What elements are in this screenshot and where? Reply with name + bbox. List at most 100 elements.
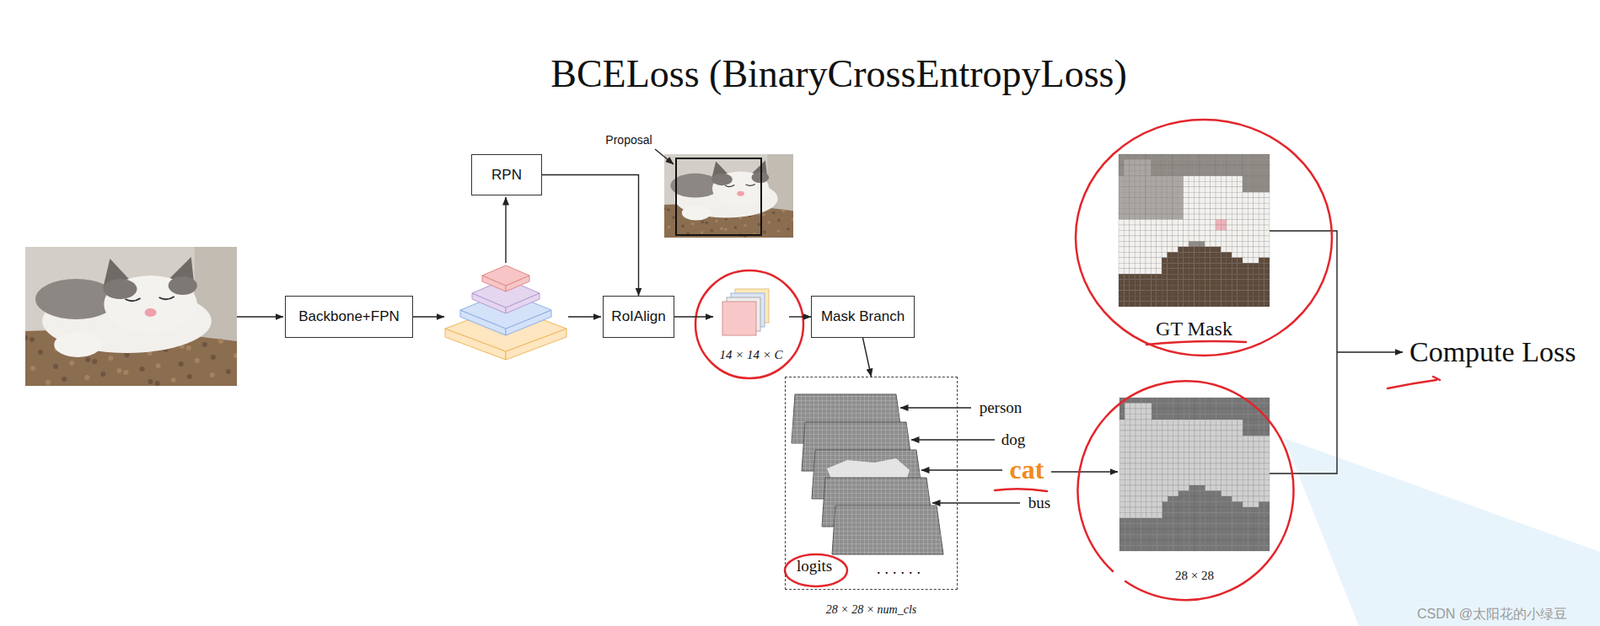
mask-cell bbox=[1226, 408, 1232, 415]
mask-cell bbox=[1119, 425, 1125, 432]
mask-cell bbox=[1258, 220, 1264, 226]
proposal-photo bbox=[664, 154, 794, 238]
mask-cell bbox=[1258, 458, 1264, 465]
pyramid-level bbox=[482, 265, 530, 292]
mask-cell bbox=[1140, 403, 1146, 410]
mask-cell bbox=[1258, 181, 1264, 187]
mask-cell bbox=[1215, 301, 1221, 307]
mask-cell bbox=[1226, 469, 1232, 476]
mask-cell bbox=[1189, 546, 1195, 553]
mask-cell bbox=[1161, 209, 1167, 215]
mask-cell bbox=[1151, 518, 1157, 525]
mask-cell bbox=[1264, 502, 1270, 509]
mask-cell bbox=[1189, 491, 1195, 498]
mask-cell bbox=[1167, 225, 1173, 231]
mask-cell bbox=[1123, 209, 1129, 215]
flow-connector bbox=[789, 316, 811, 317]
mask-cell bbox=[1226, 458, 1232, 465]
mask-cell bbox=[1194, 441, 1200, 448]
mask-cell bbox=[1134, 181, 1140, 187]
mask-cell bbox=[1183, 397, 1189, 404]
mask-cell bbox=[1204, 225, 1210, 231]
mask-cell bbox=[1247, 159, 1253, 165]
mask-cell bbox=[1119, 474, 1125, 481]
mask-cell bbox=[1161, 263, 1167, 269]
mask-cell bbox=[1258, 535, 1264, 542]
mask-cell bbox=[1135, 507, 1141, 514]
mask-cell bbox=[1237, 535, 1243, 542]
photo-texture bbox=[148, 379, 154, 385]
mask-cell bbox=[1226, 192, 1232, 198]
mask-cell bbox=[1210, 447, 1216, 454]
mask-cell bbox=[1173, 425, 1179, 432]
mask-cell bbox=[1161, 198, 1167, 204]
mask-cell bbox=[1157, 524, 1163, 531]
mask-cell bbox=[1167, 176, 1173, 182]
mask-cell bbox=[1194, 154, 1200, 160]
photo-texture bbox=[61, 376, 67, 382]
mask-cell bbox=[1188, 236, 1194, 242]
mask-cell bbox=[1162, 546, 1168, 553]
mask-cell bbox=[1210, 230, 1216, 237]
mask-cell bbox=[1226, 295, 1232, 301]
mask-cell bbox=[1146, 507, 1152, 514]
mask-cell bbox=[1204, 181, 1210, 187]
mask-cell bbox=[1183, 284, 1189, 290]
mask-cell bbox=[1253, 419, 1259, 426]
mask-cell bbox=[1247, 273, 1253, 280]
mask-cell bbox=[1178, 524, 1184, 531]
mask-cell bbox=[1177, 181, 1183, 187]
mask-cell bbox=[1129, 252, 1135, 258]
mask-cell bbox=[1157, 518, 1163, 525]
mask-cell bbox=[1231, 284, 1237, 290]
mask-cell bbox=[1118, 257, 1124, 264]
mask-cell bbox=[1188, 295, 1194, 301]
mask-cell bbox=[1199, 535, 1205, 542]
mask-cell bbox=[1199, 529, 1205, 536]
mask-cell bbox=[1226, 159, 1232, 165]
mask-cell bbox=[1199, 436, 1205, 443]
mask-cell bbox=[1172, 203, 1178, 209]
mask-cell bbox=[1146, 524, 1152, 531]
mask-cell bbox=[1167, 165, 1173, 171]
mask-cell bbox=[1247, 225, 1253, 231]
mask-cell bbox=[1189, 403, 1195, 410]
mask-cell bbox=[1130, 507, 1136, 514]
mask-cell bbox=[1215, 170, 1221, 176]
mask-cell bbox=[1242, 209, 1248, 215]
node-text: ...... bbox=[876, 560, 925, 579]
mask-cell bbox=[1221, 480, 1227, 487]
mask-cell bbox=[1264, 279, 1270, 285]
mask-cell bbox=[1118, 225, 1124, 231]
mask-cell bbox=[1140, 187, 1146, 193]
mask-cell bbox=[1119, 430, 1125, 437]
mask-cell bbox=[1221, 441, 1227, 448]
mask-cell bbox=[1237, 507, 1243, 514]
mask-cell bbox=[1129, 220, 1135, 226]
mask-cell bbox=[1210, 263, 1216, 269]
mask-cell bbox=[1226, 507, 1232, 514]
mask-cell bbox=[1151, 529, 1157, 536]
mask-cell bbox=[1135, 502, 1141, 509]
mask-cell bbox=[1194, 474, 1200, 481]
mask-cell bbox=[1215, 436, 1221, 443]
mask-cell bbox=[1199, 246, 1205, 253]
mask-cell bbox=[1205, 491, 1211, 498]
mask-cell bbox=[1231, 154, 1237, 160]
mask-cell bbox=[1253, 230, 1259, 237]
mask-cell bbox=[1199, 284, 1205, 290]
mask-cell bbox=[1188, 209, 1194, 215]
mask-cell bbox=[1161, 268, 1167, 274]
mask-cell bbox=[1140, 529, 1146, 536]
cat-photo bbox=[25, 246, 237, 387]
mask-cell bbox=[1248, 441, 1254, 448]
mask-cell bbox=[1194, 230, 1200, 237]
mask-cell bbox=[1129, 279, 1135, 285]
mask-cell bbox=[1237, 425, 1243, 432]
mask-cell bbox=[1215, 458, 1221, 465]
mask-cell bbox=[1210, 524, 1216, 531]
gt-mask-image bbox=[1118, 154, 1270, 307]
mask-cell bbox=[1129, 257, 1135, 264]
mask-cell bbox=[1161, 257, 1167, 264]
mask-cell bbox=[1247, 268, 1253, 274]
